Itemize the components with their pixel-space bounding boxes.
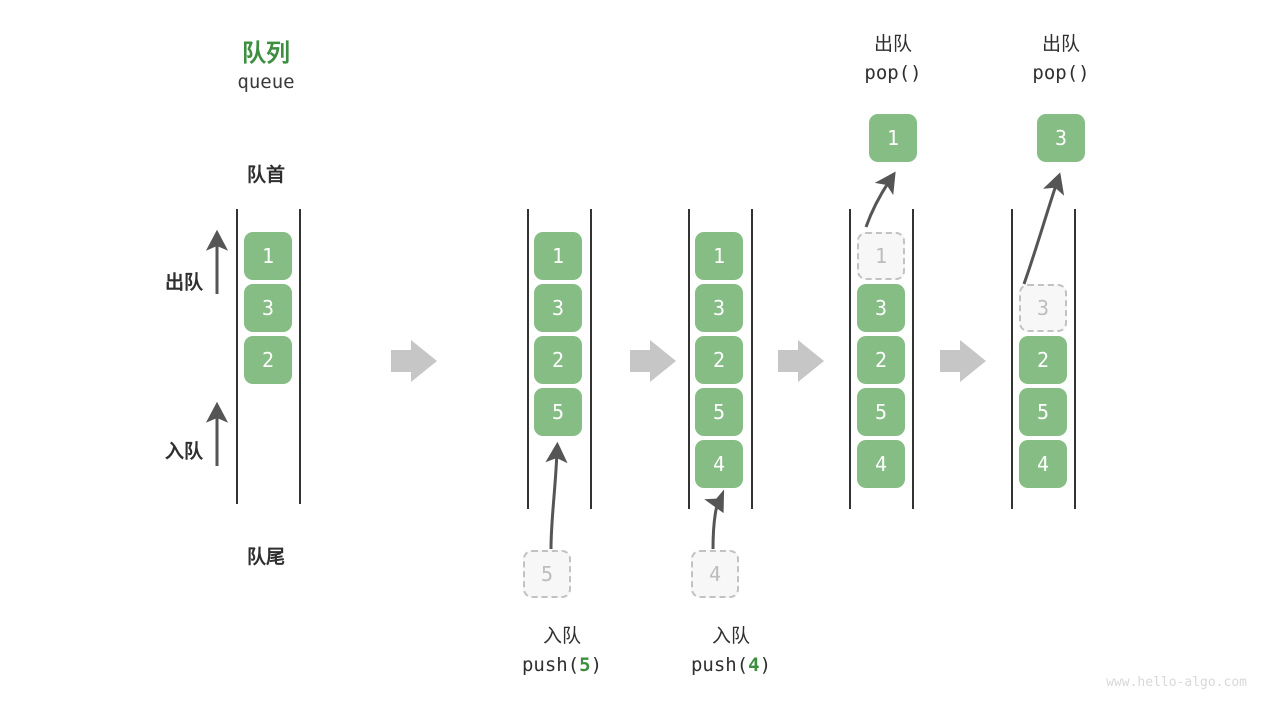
queue-cell: 2 [1019, 336, 1067, 384]
queue-cell: 1 [534, 232, 582, 280]
queue-cell-ghost: 1 [857, 232, 905, 280]
code-prefix: pop( [864, 62, 911, 85]
queue-cell: 2 [857, 336, 905, 384]
rail-right-panel4 [912, 209, 914, 509]
queue-cell: 4 [1019, 440, 1067, 488]
step-arrow-4 [940, 340, 986, 382]
code-suffix: ) [1078, 62, 1090, 85]
operation-caption: 出队 pop() [1032, 30, 1089, 89]
operation-caption: 出队 pop() [864, 30, 921, 89]
queue-cell: 2 [244, 336, 292, 384]
queue-cell: 4 [695, 440, 743, 488]
queue-cell: 1 [695, 232, 743, 280]
enqueue-direction-label: 入队 [164, 441, 203, 463]
step-arrow-2 [630, 340, 676, 382]
popped-cell: 1 [869, 114, 917, 162]
diagram-title-cn: 队列 [242, 40, 290, 67]
queue-cell-ghost: 3 [1019, 284, 1067, 332]
push-4-arrow [704, 489, 725, 550]
pop-1-arrow [864, 171, 896, 228]
diagram-title-en: queue [237, 71, 295, 93]
code-suffix: ) [590, 654, 603, 677]
code-prefix: push( [690, 654, 749, 677]
queue-cell: 3 [534, 284, 582, 332]
push-5-arrow [545, 441, 568, 550]
queue-cell: 3 [857, 284, 905, 332]
popped-cell: 3 [1037, 114, 1085, 162]
operation-caption: 入队 push(4) [691, 622, 771, 681]
queue-cell: 2 [534, 336, 582, 384]
operation-caption-cn: 出队 [1041, 34, 1080, 55]
rail-left-panel1 [236, 209, 238, 504]
rail-left-panel5 [1011, 209, 1013, 509]
operation-caption-code: push(4) [691, 651, 771, 680]
queue-cell: 1 [244, 232, 292, 280]
queue-cell: 3 [244, 284, 292, 332]
rail-right-panel2 [590, 209, 592, 509]
code-prefix: push( [521, 654, 580, 677]
queue-cell: 5 [857, 388, 905, 436]
code-prefix: pop( [1032, 62, 1079, 85]
rail-left-panel2 [527, 209, 529, 509]
operation-caption-code: push(5) [522, 651, 602, 680]
dequeue-direction-label: 出队 [164, 272, 203, 294]
queue-cell: 5 [534, 388, 582, 436]
queue-cell: 4 [857, 440, 905, 488]
queue-cell: 5 [1019, 388, 1067, 436]
incoming-ghost-cell: 4 [691, 550, 739, 598]
step-arrow-3 [778, 340, 824, 382]
code-suffix: ) [759, 654, 772, 677]
operation-caption: 入队 push(5) [522, 622, 602, 681]
rail-right-panel3 [751, 209, 753, 509]
watermark: www.hello-algo.com [1106, 675, 1247, 690]
code-argument: 5 [579, 654, 591, 677]
operation-caption-code: pop() [1032, 59, 1089, 88]
rail-right-panel5 [1074, 209, 1076, 509]
queue-cell: 2 [695, 336, 743, 384]
operation-caption-cn: 入队 [711, 626, 751, 647]
rail-left-panel4 [849, 209, 851, 509]
incoming-ghost-cell: 5 [523, 550, 571, 598]
pop-3-arrow [1022, 172, 1065, 285]
operation-caption-cn: 入队 [542, 626, 582, 647]
operation-caption-cn: 出队 [873, 34, 912, 55]
code-argument: 4 [748, 654, 760, 677]
step-arrow-1 [391, 340, 437, 382]
queue-rear-label: 队尾 [246, 547, 286, 568]
operation-caption-code: pop() [864, 59, 921, 88]
queue-cell: 3 [695, 284, 743, 332]
rail-right-panel1 [299, 209, 301, 504]
rail-left-panel3 [688, 209, 690, 509]
queue-front-label: 队首 [246, 165, 286, 186]
code-suffix: ) [910, 62, 922, 85]
queue-cell: 5 [695, 388, 743, 436]
